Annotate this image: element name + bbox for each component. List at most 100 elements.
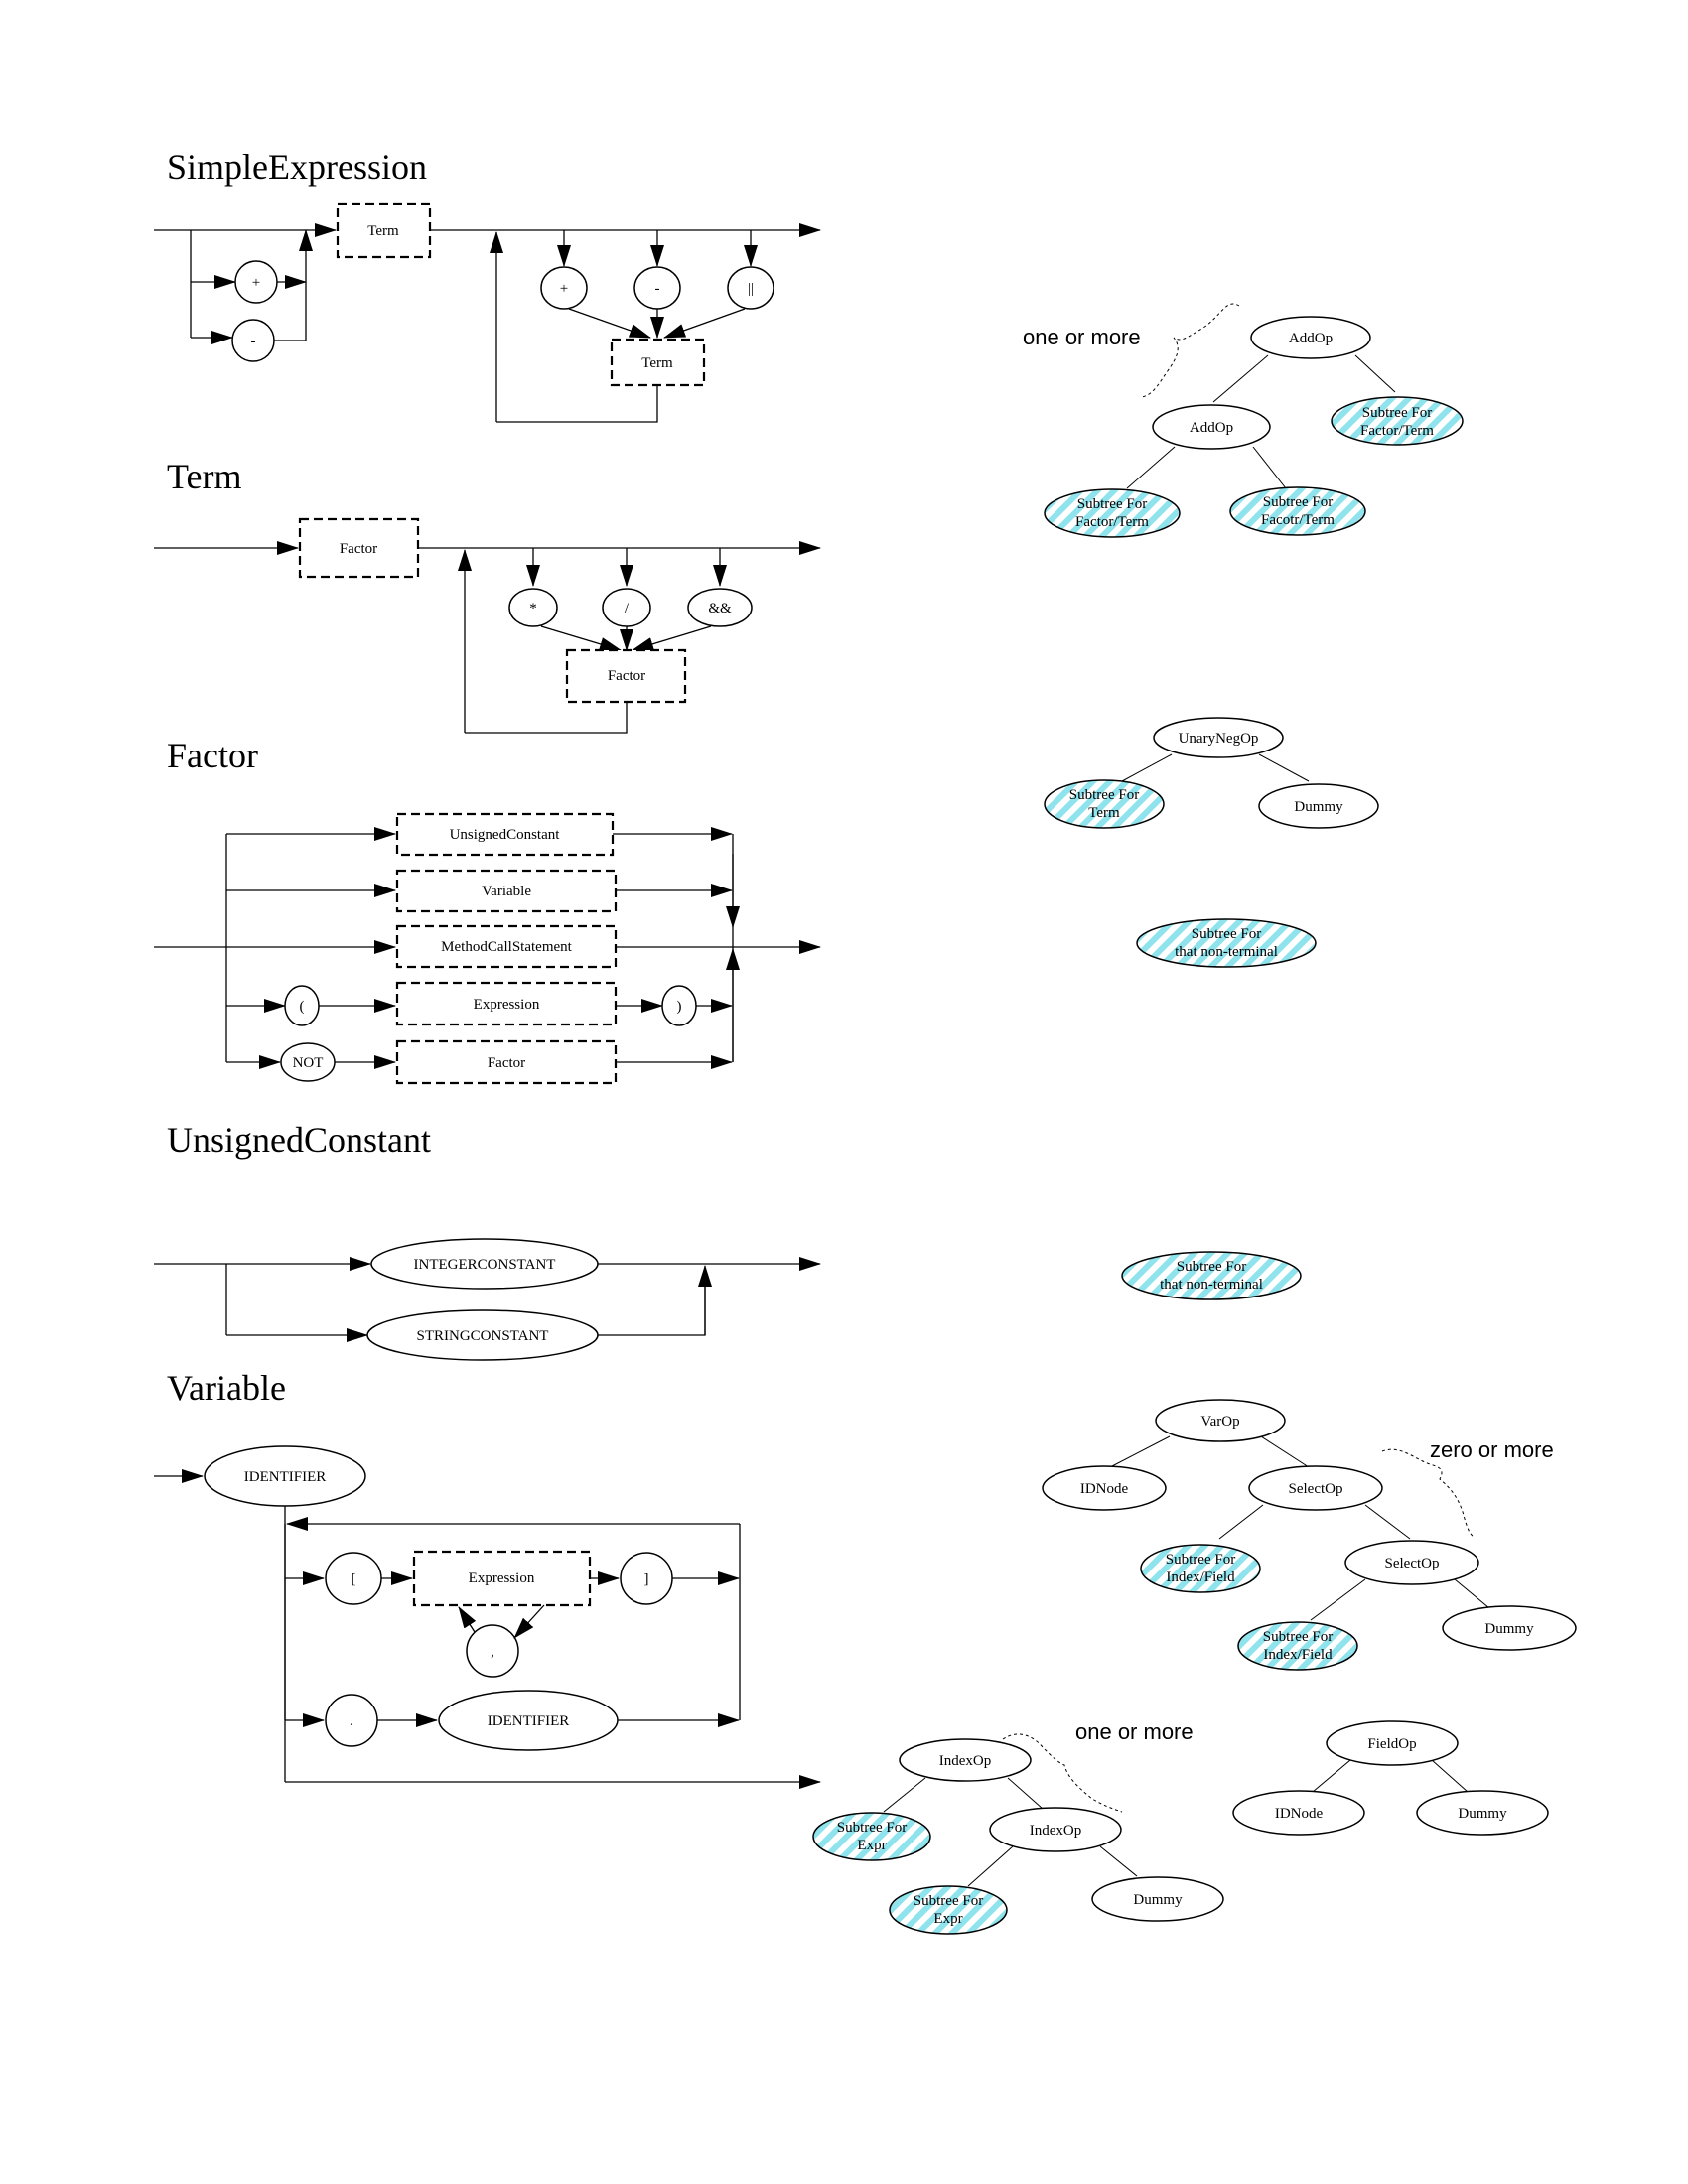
field-identifier-label: IDENTIFIER xyxy=(488,1713,570,1729)
variable-diagram: Variable IDENTIFIER [ Expression ] , . I… xyxy=(154,1368,821,1789)
field-idnode-label: IDNode xyxy=(1275,1806,1324,1822)
selectop-node-1 xyxy=(1248,1465,1383,1511)
simple-expression-diagram: SimpleExpression + - Term + - || xyxy=(154,147,821,423)
factor-subtree: Subtree For that non-terminal xyxy=(1136,918,1317,968)
rbracket-label: ] xyxy=(644,1571,649,1587)
and-label: && xyxy=(708,601,732,616)
indexop-child-node xyxy=(989,1807,1122,1852)
varop-tree: zero or more VarOp IDNode SelectOp Subtr… xyxy=(1042,1399,1577,1671)
one-or-more-annotation: one or more xyxy=(1023,325,1141,349)
unary-neg-tree: UnaryNegOp Subtree For Term Dummy xyxy=(1044,717,1379,829)
select-dummy-node xyxy=(1442,1605,1577,1651)
dot-label: . xyxy=(350,1713,353,1729)
varop-label: VarOp xyxy=(1200,1414,1239,1430)
fieldop-label: FieldOp xyxy=(1367,1736,1416,1752)
subtree-expr-2 xyxy=(889,1885,1008,1935)
zero-or-more-annotation: zero or more xyxy=(1430,1437,1554,1462)
one-or-more-index-brace xyxy=(1002,1733,1123,1813)
subtree-term-line1: Subtree For xyxy=(1069,787,1139,803)
comma-terminal xyxy=(466,1624,519,1678)
subtree-factor-term-left-line1: Subtree For xyxy=(1077,496,1147,512)
fieldop-tree: FieldOp IDNode Dummy xyxy=(1232,1720,1549,1836)
add-plus-terminal xyxy=(540,266,588,310)
addop-tree: one or more AddOp Subtree For Factor/Ter… xyxy=(1023,303,1464,538)
factor-not-box xyxy=(395,1039,618,1085)
string-constant-label: STRINGCONSTANT xyxy=(417,1328,549,1344)
subtree-factor-term-right-line2: Factor/Term xyxy=(1360,423,1434,439)
factor-box xyxy=(298,517,420,579)
subtree-factor-term-left xyxy=(1044,488,1181,538)
subtree-index-field-2 xyxy=(1237,1621,1358,1671)
one-or-more-brace xyxy=(1141,303,1240,398)
factor-subtree-line1: Subtree For xyxy=(1192,926,1261,942)
index-dummy-node xyxy=(1091,1876,1224,1922)
factor-title: Factor xyxy=(167,736,258,775)
var-idnode-label: IDNode xyxy=(1080,1481,1129,1497)
expression-box xyxy=(395,981,618,1026)
zero-or-more-brace xyxy=(1381,1448,1475,1538)
selectop-label-1: SelectOp xyxy=(1289,1481,1343,1497)
indexop-child-label: IndexOp xyxy=(1030,1823,1082,1839)
factor-not-box-label: Factor xyxy=(488,1055,525,1071)
variable-title: Variable xyxy=(167,1368,286,1408)
lparen-label: ( xyxy=(300,999,305,1015)
simple-expression-title: SimpleExpression xyxy=(167,147,427,187)
unary-dummy-node xyxy=(1258,783,1379,829)
times-label: * xyxy=(529,601,537,616)
selectop-node-2 xyxy=(1344,1540,1479,1585)
unsigned-subtree-line1: Subtree For xyxy=(1177,1259,1246,1275)
unsigned-constant-subtree: Subtree For that non-terminal xyxy=(1121,1251,1302,1300)
subtree-expr-1-line1: Subtree For xyxy=(837,1820,907,1836)
field-dummy-label: Dummy xyxy=(1458,1806,1507,1822)
unsigned-subtree-node xyxy=(1121,1251,1302,1300)
subtree-expr-2-line2: Expr xyxy=(933,1911,962,1927)
variable-box-label: Variable xyxy=(482,884,531,899)
subtree-factor-term-right xyxy=(1331,396,1464,446)
or-label: || xyxy=(748,281,754,297)
subtree-index-field-1-line1: Subtree For xyxy=(1166,1552,1235,1568)
factor-repeat-box xyxy=(565,648,687,704)
subtree-facotr-term-line1: Subtree For xyxy=(1263,494,1333,510)
factor-box-label: Factor xyxy=(340,541,377,557)
add-plus-label: + xyxy=(560,281,568,297)
term-diagram: Term Factor * / && Factor xyxy=(154,457,821,734)
unsigned-constant-title: UnsignedConstant xyxy=(167,1120,431,1160)
unsigned-constant-box xyxy=(395,812,615,857)
factor-diagram: Factor UnsignedConstant Variable MethodC… xyxy=(154,736,821,1085)
method-call-box xyxy=(395,924,618,969)
subtree-factor-term-left-line2: Factor/Term xyxy=(1075,514,1149,530)
subtree-index-field-1-line2: Index/Field xyxy=(1166,1570,1235,1585)
varop-node xyxy=(1155,1399,1286,1442)
one-or-more-index-annotation: one or more xyxy=(1075,1719,1194,1744)
subtree-expr-1-line2: Expr xyxy=(857,1838,886,1853)
subtree-term-line2: Term xyxy=(1088,805,1120,821)
subtree-index-field-1 xyxy=(1140,1544,1261,1593)
subtree-index-field-2-line1: Subtree For xyxy=(1263,1629,1333,1645)
fieldop-node xyxy=(1326,1720,1459,1766)
variable-box xyxy=(395,869,618,913)
term-repeat-label: Term xyxy=(641,355,673,371)
expression-box-label: Expression xyxy=(474,997,540,1013)
or-terminal xyxy=(727,266,774,310)
var-idnode xyxy=(1042,1465,1167,1511)
not-label: NOT xyxy=(293,1055,324,1071)
subtree-factor-term-right-line1: Subtree For xyxy=(1362,405,1432,421)
times-terminal xyxy=(508,588,558,627)
indexop-tree: one or more IndexOp Subtree For Expr Ind… xyxy=(812,1719,1224,1935)
method-call-box-label: MethodCallStatement xyxy=(441,939,572,955)
addop-root-label: AddOp xyxy=(1289,331,1333,346)
selectop-label-2: SelectOp xyxy=(1385,1556,1440,1571)
subtree-facotr-term-line2: Facotr/Term xyxy=(1261,512,1335,528)
factor-repeat-label: Factor xyxy=(608,668,645,684)
and-terminal xyxy=(687,588,753,627)
subtree-term-node xyxy=(1044,779,1165,829)
subtree-expr-2-line1: Subtree For xyxy=(914,1893,983,1909)
term-title: Term xyxy=(167,457,241,496)
subtree-expr-1 xyxy=(812,1812,931,1861)
lbracket-label: [ xyxy=(352,1571,356,1587)
integer-constant-label: INTEGERCONSTANT xyxy=(414,1257,556,1273)
divide-label: / xyxy=(625,601,630,616)
comma-label: , xyxy=(491,1644,494,1660)
indexop-root-node xyxy=(899,1738,1032,1782)
